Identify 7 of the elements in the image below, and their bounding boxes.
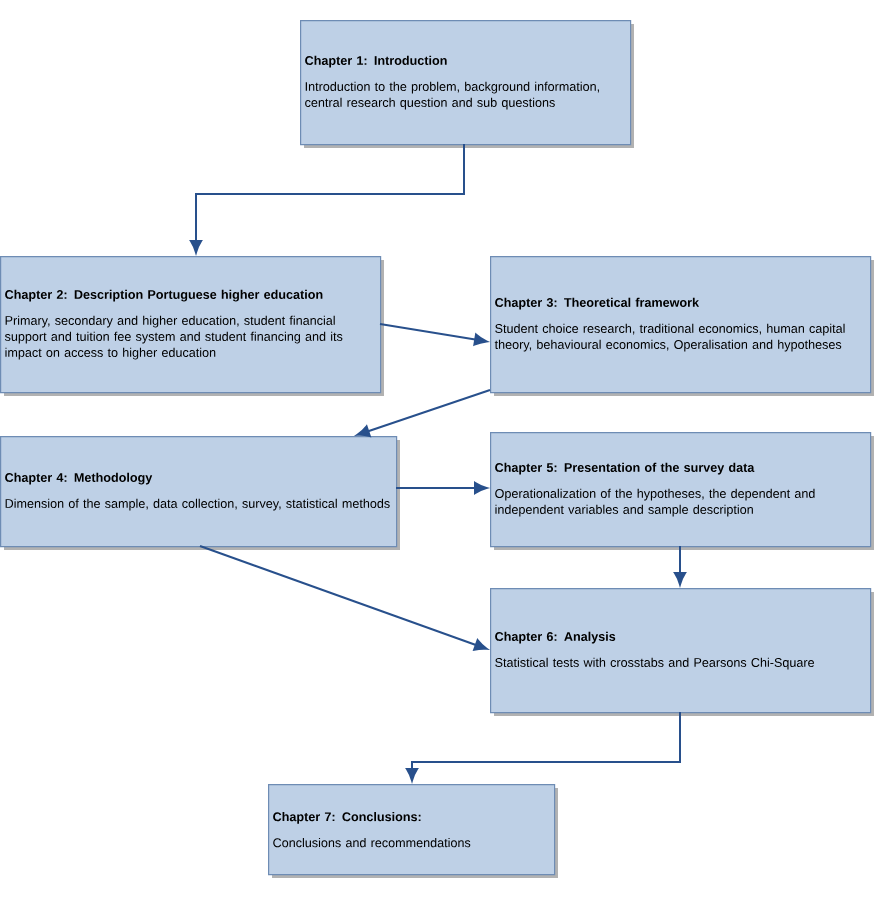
arrow: [395, 481, 488, 495]
arrow: [356, 389, 491, 438]
arrow: [189, 143, 465, 254]
arrow: [673, 545, 687, 586]
arrow: [199, 545, 488, 651]
arrow: [405, 711, 681, 782]
arrow: [379, 323, 488, 346]
